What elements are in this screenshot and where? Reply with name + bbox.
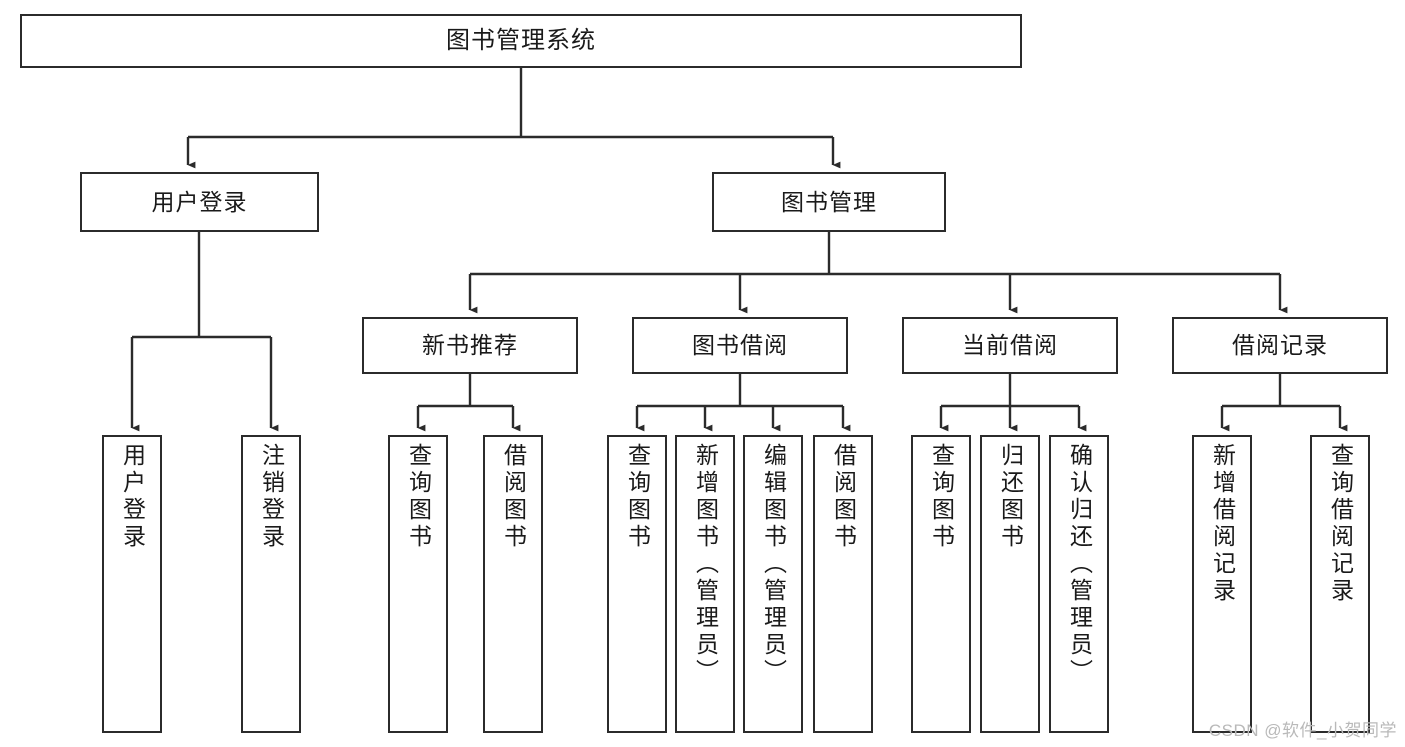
node-leaf-user-login[interactable]: 用户登录 [102,435,162,733]
node-leaf-borrow-book-2[interactable]: 借阅图书 [813,435,873,733]
node-leaf-edit-book[interactable]: 编辑图书（管理员） [743,435,803,733]
node-leaf-user-logout-label: 注销登录 [258,443,285,551]
node-current-borrow-label: 当前借阅 [962,332,1058,359]
node-leaf-add-record-label: 新增借阅记录 [1209,443,1236,605]
node-leaf-return-book-label: 归还图书 [997,443,1024,551]
node-leaf-query-book-3[interactable]: 查询图书 [911,435,971,733]
node-leaf-query-book-2[interactable]: 查询图书 [607,435,667,733]
node-leaf-confirm-return-label: 确认归还（管理员） [1066,443,1093,686]
node-leaf-borrow-book-1-label: 借阅图书 [500,443,527,551]
node-user-login[interactable]: 用户登录 [80,172,319,232]
node-user-login-label: 用户登录 [151,188,248,215]
node-leaf-borrow-book-1[interactable]: 借阅图书 [483,435,543,733]
node-leaf-query-book-2-label: 查询图书 [624,443,651,551]
node-leaf-add-book[interactable]: 新增图书（管理员） [675,435,735,733]
node-leaf-query-record-label: 查询借阅记录 [1327,443,1354,605]
node-book-borrow-label: 图书借阅 [692,332,788,359]
node-root-label: 图书管理系统 [446,27,596,55]
node-leaf-borrow-book-2-label: 借阅图书 [830,443,857,551]
node-leaf-edit-book-label: 编辑图书（管理员） [760,443,787,686]
node-leaf-add-book-label: 新增图书（管理员） [692,443,719,686]
node-leaf-query-record[interactable]: 查询借阅记录 [1310,435,1370,733]
node-leaf-add-record[interactable]: 新增借阅记录 [1192,435,1252,733]
node-leaf-user-logout[interactable]: 注销登录 [241,435,301,733]
watermark-text: CSDN @软件_小贺同学 [1208,721,1397,740]
node-leaf-query-book-1-label: 查询图书 [405,443,432,551]
node-leaf-query-book-1[interactable]: 查询图书 [388,435,448,733]
node-new-book-recommend[interactable]: 新书推荐 [362,317,578,374]
node-borrow-record[interactable]: 借阅记录 [1172,317,1388,374]
node-current-borrow[interactable]: 当前借阅 [902,317,1118,374]
node-leaf-return-book[interactable]: 归还图书 [980,435,1040,733]
node-leaf-query-book-3-label: 查询图书 [928,443,955,551]
node-new-book-recommend-label: 新书推荐 [422,332,518,359]
node-root[interactable]: 图书管理系统 [20,14,1022,68]
node-borrow-record-label: 借阅记录 [1232,332,1328,359]
node-book-management-label: 图书管理 [781,188,877,215]
node-book-management[interactable]: 图书管理 [712,172,946,232]
node-book-borrow[interactable]: 图书借阅 [632,317,848,374]
node-leaf-confirm-return[interactable]: 确认归还（管理员） [1049,435,1109,733]
node-leaf-user-login-label: 用户登录 [119,443,146,551]
